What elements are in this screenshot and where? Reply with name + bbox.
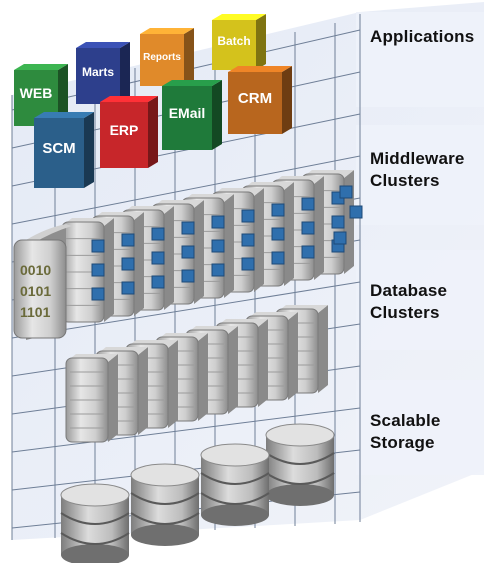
grid-line-horizontal	[11, 155, 361, 225]
label-band-database	[356, 250, 484, 350]
processor-chip	[91, 239, 105, 253]
binary-line-2: 0101	[20, 283, 51, 299]
tier-label-applications: Applications	[370, 26, 474, 48]
application-block-reports: Reports	[140, 28, 194, 86]
processor-chip	[331, 215, 345, 229]
storage-disk	[200, 443, 270, 526]
tier-label-line: Storage	[370, 433, 435, 452]
processor-chip	[181, 269, 195, 283]
label-band-middleware	[356, 125, 484, 225]
processor-chip	[121, 281, 135, 295]
processor-chip	[271, 251, 285, 265]
application-block-email: EMail	[162, 80, 222, 150]
middleware-server-cluster	[61, 170, 363, 323]
application-block-marts: Marts	[76, 42, 130, 104]
application-label: CRM	[238, 90, 272, 107]
label-band-applications	[356, 12, 484, 107]
processor-chip	[241, 233, 255, 247]
processor-chip	[121, 233, 135, 247]
application-label: EMail	[169, 105, 206, 121]
processor-chip	[91, 263, 105, 277]
grid-line-horizontal	[11, 407, 361, 453]
database-server-cluster	[65, 305, 328, 443]
processor-chip	[271, 203, 285, 217]
tier-label-database: Database Clusters	[370, 280, 447, 324]
processor-chip	[91, 287, 105, 301]
processor-chip	[301, 221, 315, 235]
application-block-scm: SCM	[34, 112, 94, 188]
application-block-erp: ERP	[100, 96, 158, 168]
tier-label-line: Scalable	[370, 411, 441, 430]
tier-label-line: Applications	[370, 27, 475, 46]
application-label: Marts	[82, 65, 114, 79]
storage-disk	[265, 423, 335, 506]
application-block-batch: Batch	[212, 14, 266, 70]
binary-server: 0010 0101 1101	[13, 224, 72, 340]
processor-chip	[121, 257, 135, 271]
processor-chip	[271, 227, 285, 241]
tier-label-line: Middleware	[370, 149, 465, 168]
grid-line-horizontal	[11, 281, 361, 339]
processor-chip	[151, 275, 165, 289]
application-label: Reports	[143, 52, 181, 63]
processor-chip	[301, 245, 315, 259]
application-label: WEB	[20, 85, 53, 101]
application-label: ERP	[110, 122, 139, 138]
tier-label-line: Database	[370, 281, 448, 300]
tier-label-middleware: Middleware Clusters	[370, 148, 465, 192]
processor-chip	[151, 227, 165, 241]
processor-chip	[241, 209, 255, 223]
processor-chip	[333, 231, 347, 245]
processor-chip	[339, 185, 353, 199]
storage-disk	[130, 463, 200, 546]
label-band-storage	[356, 380, 484, 475]
application-label: Batch	[217, 34, 250, 48]
database-server	[65, 354, 118, 443]
processor-chip	[151, 251, 165, 265]
binary-line-1: 0010	[20, 262, 51, 278]
processor-chip	[211, 263, 225, 277]
application-block-crm: CRM	[228, 66, 292, 134]
processor-chip	[211, 215, 225, 229]
processor-chip	[241, 257, 255, 271]
processor-chip	[301, 197, 315, 211]
processor-chip	[211, 239, 225, 253]
processor-chip	[181, 221, 195, 235]
tier-label-line: Clusters	[370, 303, 440, 322]
processor-chip	[349, 205, 363, 219]
storage-layer	[60, 423, 335, 566]
application-label: SCM	[42, 140, 75, 157]
storage-disk	[60, 483, 130, 566]
tier-label-storage: Scalable Storage	[370, 410, 441, 454]
middleware-server	[61, 218, 114, 323]
binary-line-3: 1101	[20, 304, 51, 320]
tier-label-line: Clusters	[370, 171, 440, 190]
processor-chip	[181, 245, 195, 259]
